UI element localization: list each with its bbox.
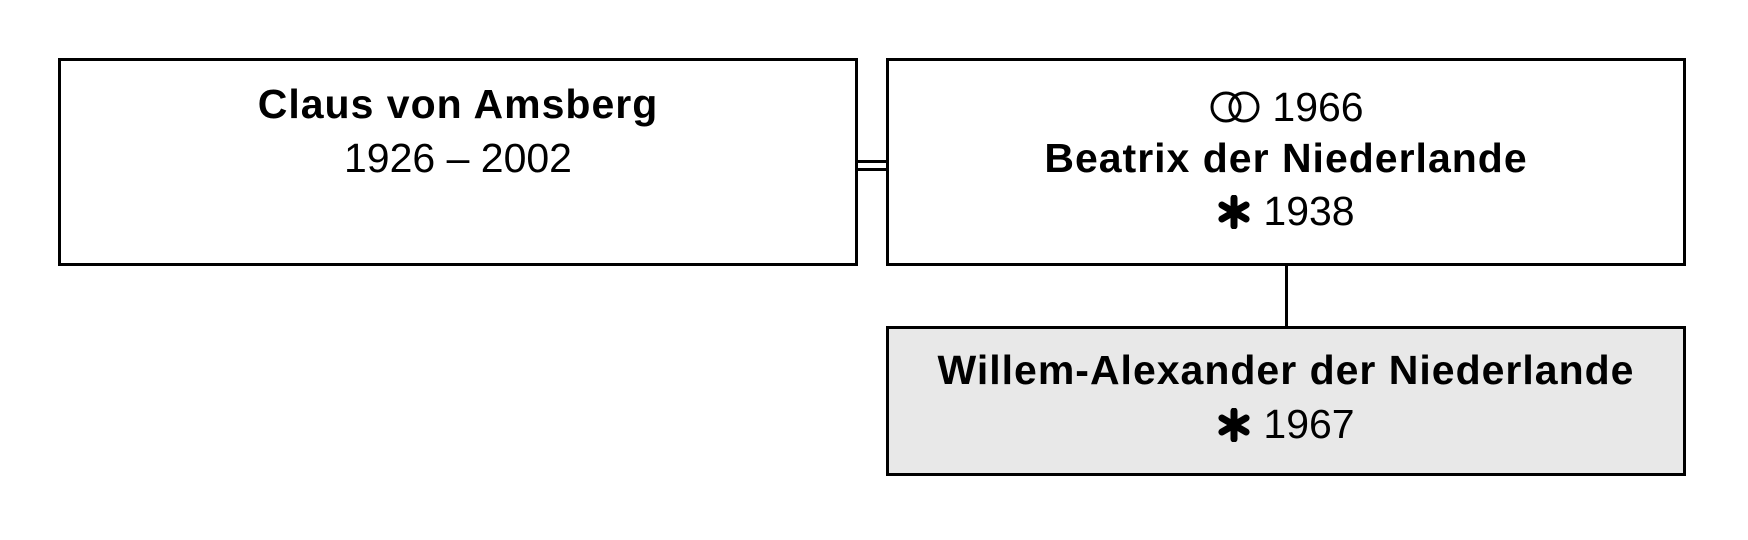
birth-star-icon [1218, 408, 1250, 443]
birth-line: 1967 [889, 399, 1683, 449]
person-name: Claus von Amsberg [257, 81, 659, 127]
birth-year: 1967 [1263, 401, 1355, 447]
marriage-year: 1966 [1272, 84, 1364, 130]
birth-star-icon [1218, 195, 1250, 230]
birth-year: 1938 [1263, 188, 1355, 234]
marriage-rings-icon [1210, 91, 1260, 123]
marriage-connector-bottom [858, 168, 888, 171]
person-name: Beatrix der Niederlande [1044, 135, 1528, 181]
person-name: Willem-Alexander der Niederlande [937, 347, 1635, 393]
birth-line: 1938 [889, 186, 1683, 236]
person-box-beatrix: 1966 Beatrix der Niederlande 1938 [886, 58, 1686, 266]
person-dates: 1926 – 2002 [343, 135, 572, 181]
person-box-willem-alexander: Willem-Alexander der Niederlande 1967 [886, 326, 1686, 476]
person-box-claus: Claus von Amsberg 1926 – 2002 [58, 58, 858, 266]
descent-connector [1285, 266, 1288, 328]
marriage-connector-top [858, 160, 888, 163]
marriage-line: 1966 [889, 82, 1683, 132]
